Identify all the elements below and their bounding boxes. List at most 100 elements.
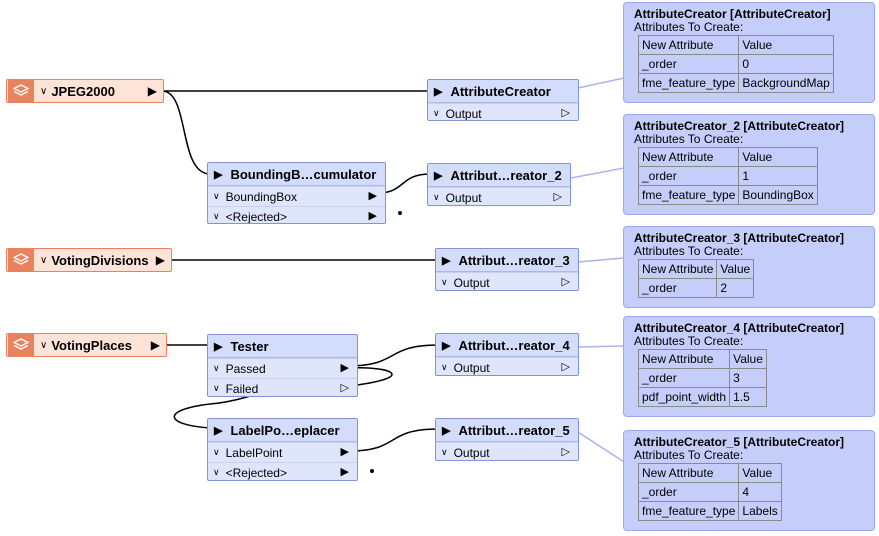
chevron-down-icon[interactable]: ∨: [40, 254, 48, 266]
chevron-down-icon[interactable]: ∨: [213, 211, 220, 221]
reader-name: VotingDivisions: [51, 252, 149, 268]
transformer-attributecreator-4[interactable]: ▶Attribut…reator_4 ∨Output▷: [435, 333, 579, 376]
chevron-down-icon[interactable]: ∨: [213, 363, 220, 373]
transformer-title: Attribut…reator_4: [458, 337, 570, 353]
input-port-icon[interactable]: ▶: [434, 85, 443, 98]
table-cell: Value: [738, 147, 818, 167]
annotation-subtitle: Attributes To Create:: [634, 448, 744, 462]
transformer-title: Attribut…reator_2: [450, 167, 562, 183]
reader-votingplaces[interactable]: ∨ VotingPlaces ▶: [6, 333, 167, 357]
layers-icon: [8, 80, 34, 102]
chevron-down-icon[interactable]: ∨: [40, 339, 48, 351]
table-cell: Labels: [738, 501, 782, 521]
table-cell: _order: [637, 368, 731, 388]
annotation-attributecreator[interactable]: AttributeCreator [AttributeCreator] Attr…: [623, 2, 875, 103]
output-port-icon[interactable]: ▷: [561, 446, 570, 458]
table-cell: _order: [637, 482, 740, 502]
rejected-end-dot: [398, 211, 402, 215]
input-port-icon[interactable]: ▶: [214, 340, 223, 353]
chevron-down-icon[interactable]: ∨: [40, 85, 48, 97]
link-ac1-anno: [577, 77, 625, 89]
table-cell: New Attribute: [637, 349, 731, 369]
output-port-icon[interactable]: ▷: [553, 191, 562, 203]
output-port-icon[interactable]: ▷: [561, 107, 570, 119]
port-label: Passed: [225, 361, 266, 376]
input-port-icon[interactable]: ▶: [214, 168, 223, 181]
link-ac3-anno: [577, 257, 625, 263]
port-label: Failed: [225, 381, 259, 396]
table-cell: 4: [738, 482, 782, 502]
transformer-attributecreator-2[interactable]: ▶ Attribut…reator_2 ∨ Output ▷: [427, 163, 571, 206]
transformer-attributecreator[interactable]: ▶AttributeCreator ∨Output▷: [427, 79, 579, 121]
table-cell: 0: [738, 54, 834, 74]
table-cell: _order: [637, 54, 740, 74]
table-cell: 3: [729, 368, 767, 388]
chevron-down-icon[interactable]: ∨: [213, 383, 220, 393]
output-port-icon[interactable]: ▶: [150, 338, 160, 352]
output-port-icon[interactable]: ▶: [368, 210, 377, 222]
annotation-title: AttributeCreator_4 [AttributeCreator]: [634, 321, 845, 335]
link-ac2-anno: [570, 167, 625, 179]
table-cell: New Attribute: [637, 463, 740, 483]
transformer-title: Attribut…reator_3: [458, 252, 570, 268]
reader-jpeg2000[interactable]: ∨ JPEG2000 ▶: [6, 79, 164, 103]
transformer-tester[interactable]: ▶Tester ∨Passed▶ ∨Failed▷: [207, 334, 358, 397]
input-port-icon[interactable]: ▶: [214, 424, 223, 437]
annotation-title: AttributeCreator [AttributeCreator]: [634, 7, 831, 21]
annotation-subtitle: Attributes To Create:: [634, 20, 744, 34]
annotation-subtitle: Attributes To Create:: [634, 244, 744, 258]
output-port-icon[interactable]: ▷: [561, 361, 570, 373]
chevron-down-icon[interactable]: ∨: [213, 467, 220, 477]
chevron-down-icon[interactable]: ∨: [213, 447, 220, 457]
table-cell: 1: [738, 166, 818, 186]
port-label: LabelPoint: [225, 445, 283, 460]
chevron-down-icon[interactable]: ∨: [441, 362, 448, 372]
input-port-icon[interactable]: ▶: [434, 169, 443, 182]
output-port-icon[interactable]: ▶: [147, 84, 157, 98]
chevron-down-icon[interactable]: ∨: [433, 108, 440, 118]
table-cell: 2: [716, 278, 755, 298]
table-cell: pdf_point_width: [637, 387, 731, 407]
reader-name: VotingPlaces: [51, 337, 133, 353]
input-port-icon[interactable]: ▶: [442, 254, 451, 267]
table-cell: New Attribute: [637, 35, 740, 55]
annotation-attributecreator-4[interactable]: AttributeCreator_4 [AttributeCreator] At…: [623, 316, 875, 417]
link-jpeg-bb: [161, 90, 211, 175]
table-cell: Value: [738, 463, 782, 483]
chevron-down-icon[interactable]: ∨: [213, 191, 220, 201]
transformer-attributecreator-3[interactable]: ▶Attribut…reator_3 ∨Output▷: [435, 248, 579, 291]
output-port-icon[interactable]: ▶: [340, 466, 349, 478]
transformer-labelpoint-replacer[interactable]: ▶LabelPo…eplacer ∨LabelPoint▶ ∨<Rejected…: [207, 418, 358, 481]
output-port-icon[interactable]: ▶: [155, 253, 165, 267]
transformer-title: AttributeCreator: [450, 83, 551, 99]
output-port-icon[interactable]: ▷: [561, 276, 570, 288]
chevron-down-icon[interactable]: ∨: [433, 192, 440, 202]
output-port-icon[interactable]: ▶: [340, 446, 349, 458]
annotation-subtitle: Attributes To Create:: [634, 132, 744, 146]
rejected-end-dot: [370, 469, 374, 473]
transformer-attributecreator-5[interactable]: ▶Attribut…reator_5 ∨Output▷: [435, 418, 579, 461]
table-cell: fme_feature_type: [637, 501, 740, 521]
table-cell: Value: [716, 259, 755, 279]
annotation-attributecreator-2[interactable]: AttributeCreator_2 [AttributeCreator] At…: [623, 114, 875, 215]
table-cell: New Attribute: [637, 147, 740, 167]
output-port-icon[interactable]: ▶: [368, 190, 377, 202]
annotation-attributecreator-3[interactable]: AttributeCreator_3 [AttributeCreator] At…: [623, 226, 875, 308]
link-ac4-anno: [577, 345, 625, 348]
annotation-attributecreator-5[interactable]: AttributeCreator_5 [AttributeCreator] At…: [623, 430, 875, 531]
transformer-boundingbox-accumulator[interactable]: ▶BoundingB…cumulator ∨BoundingBox▶ ∨<Rej…: [207, 162, 386, 224]
output-port-icon[interactable]: ▶: [340, 362, 349, 374]
port-label: Output: [445, 190, 482, 205]
input-port-icon[interactable]: ▶: [442, 424, 451, 437]
table-cell: Value: [729, 349, 767, 369]
output-port-icon[interactable]: ▷: [340, 382, 349, 394]
chevron-down-icon[interactable]: ∨: [441, 277, 448, 287]
reader-votingdivisions[interactable]: ∨ VotingDivisions ▶: [6, 248, 172, 272]
annotation-title: AttributeCreator_3 [AttributeCreator]: [634, 231, 845, 245]
chevron-down-icon[interactable]: ∨: [441, 447, 448, 457]
input-port-icon[interactable]: ▶: [442, 339, 451, 352]
